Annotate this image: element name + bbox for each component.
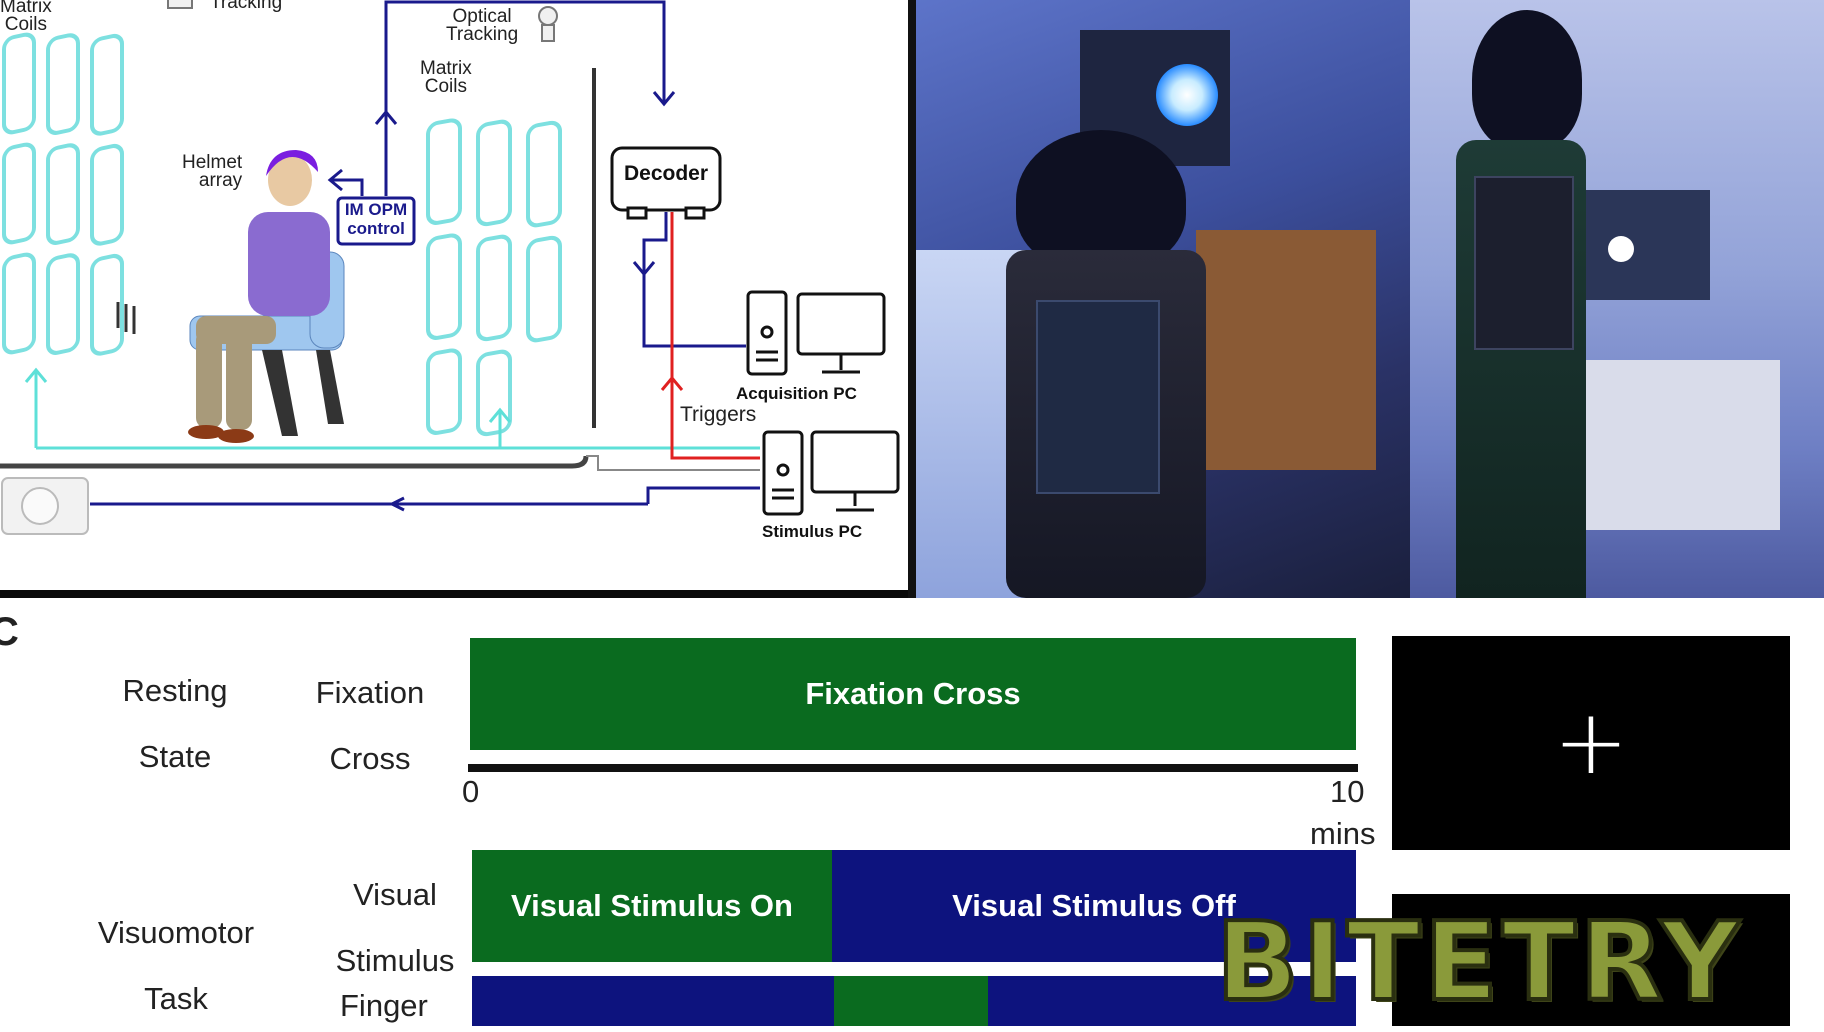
photo-seated-participant — [916, 0, 1410, 598]
optical-tracking-icon — [167, 0, 558, 42]
finger-rest-bar-1 — [472, 976, 834, 1026]
left-matrix-coils — [2, 32, 124, 356]
fixation-cross-preview: + — [1392, 636, 1790, 850]
backpack-electronics-2 — [1474, 176, 1574, 350]
decoder-box — [610, 146, 722, 220]
sensor-helmet — [1016, 130, 1186, 270]
system-diagram: Matrix Coils Tracking Optical Tracking M… — [0, 0, 908, 590]
fixation-cross-label: Fixation Cross — [315, 675, 425, 776]
panel-c: C Resting State Fixation Cross Fixation … — [0, 598, 1824, 1026]
fixation-cross-symbol: + — [1553, 690, 1629, 795]
triggers-label: Triggers — [680, 403, 757, 426]
sensor-helmet-2 — [1472, 10, 1582, 150]
finger-rest-bar-2 — [988, 976, 1356, 1026]
visual-stimulus-label: Visual Stimulus — [335, 877, 455, 978]
visual-stimulus-dot — [1156, 64, 1218, 126]
panel-letter: C — [0, 610, 19, 654]
photo-standing-participant — [1410, 0, 1824, 598]
axis-unit: mins — [1310, 816, 1376, 851]
tracking-top-label: Tracking — [210, 0, 283, 13]
stimulus-pc-label: Stimulus PC — [762, 522, 863, 541]
resting-state-label: Resting State — [122, 673, 228, 774]
axis-start: 0 — [462, 774, 480, 809]
diagram-svg — [0, 0, 900, 535]
visual-stimulus-dot-2 — [1608, 236, 1634, 262]
stimulus-preview — [1392, 894, 1790, 1026]
visuomotor-task-label: Visuomotor Task — [97, 915, 255, 1016]
stimulus-pc-icon — [762, 430, 900, 516]
optical-tracking-label: Optical Tracking — [446, 6, 519, 45]
finger-move-bar — [834, 976, 988, 1026]
projector-icon — [1, 477, 89, 535]
coil-marks — [116, 302, 136, 334]
coil-connections — [24, 367, 760, 450]
axis-end: 10 — [1330, 774, 1365, 809]
table-2 — [1580, 360, 1780, 530]
panel-divider — [908, 0, 916, 598]
matrix-coils-left-label: Matrix Coils — [0, 0, 52, 35]
im-opm-control-box — [336, 196, 416, 246]
middle-matrix-coils — [426, 118, 562, 437]
visual-stimulus-on-bar: Visual Stimulus On — [472, 850, 832, 962]
visual-stimulus-off-bar: Visual Stimulus Off — [832, 850, 1356, 962]
screen-panel-2 — [1580, 190, 1710, 300]
control-lines — [90, 0, 760, 512]
seated-subject — [188, 150, 345, 443]
watermark-logo: BITETRY — [1214, 898, 1744, 1027]
im-opm-control-label: IM OPM control — [344, 200, 408, 238]
acquisition-pc-label: Acquisition PC — [736, 384, 857, 403]
trigger-line — [660, 212, 760, 460]
helmet-array-label: Helmet array — [182, 152, 243, 191]
decoder-label: Decoder — [623, 162, 709, 185]
diagram-bottom-border — [0, 590, 908, 598]
acquisition-pc-icon — [746, 290, 886, 376]
backpack-electronics — [1036, 300, 1160, 494]
desk — [1196, 230, 1376, 470]
finger-label: Finger — [340, 988, 428, 1023]
time-axis — [468, 764, 1358, 772]
fixation-cross-bar: Fixation Cross — [470, 638, 1356, 750]
matrix-coils-mid-label: Matrix Coils — [420, 58, 472, 97]
